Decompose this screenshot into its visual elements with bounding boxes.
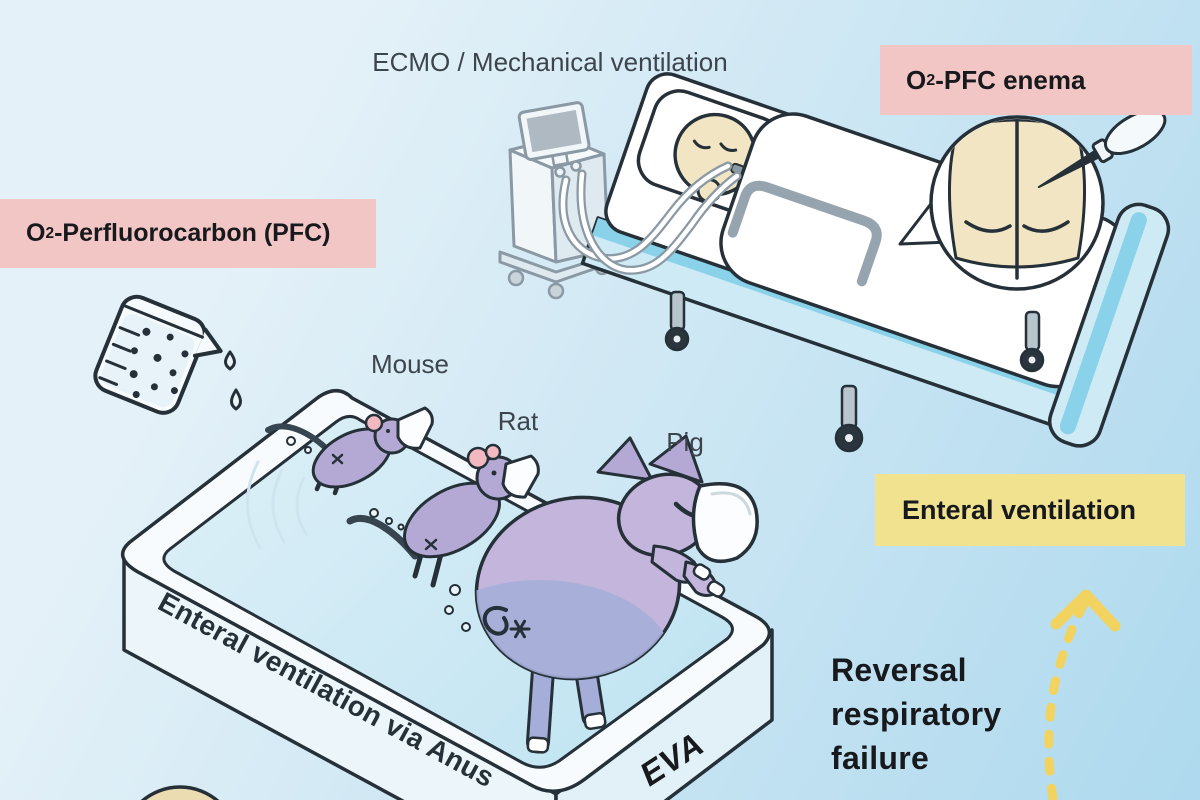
footboard bbox=[1048, 202, 1171, 448]
label-subscript: 2 bbox=[926, 70, 936, 89]
oxygen-mask-icon bbox=[396, 406, 434, 450]
ripples bbox=[246, 460, 308, 550]
pig-tail bbox=[482, 606, 509, 636]
mouse-ear bbox=[364, 413, 384, 433]
beaker-spout bbox=[193, 327, 223, 358]
person-head-partial bbox=[140, 785, 220, 800]
label-subscript: 2 bbox=[45, 224, 55, 242]
closed-eye bbox=[719, 142, 738, 152]
label-text: O bbox=[26, 219, 46, 247]
bubbles bbox=[444, 584, 471, 632]
bed-rail bbox=[727, 180, 882, 287]
ecmo-caption: ECMO / Mechanical ventilation bbox=[372, 47, 728, 77]
mouse-eye bbox=[386, 429, 390, 433]
hoof bbox=[526, 736, 550, 754]
anus-mark bbox=[331, 453, 344, 465]
pig-front-legs bbox=[650, 544, 726, 598]
dashed-arrow bbox=[1044, 589, 1121, 800]
rat-illustration bbox=[346, 443, 540, 588]
anus-mark bbox=[509, 619, 531, 639]
oxygen-dots bbox=[129, 327, 189, 399]
beaker-icon bbox=[93, 294, 223, 415]
tube-port bbox=[570, 160, 582, 172]
hoof bbox=[706, 580, 726, 598]
label-text: -PFC enema bbox=[935, 64, 1086, 95]
tube-port bbox=[554, 166, 566, 178]
oxygen-mask-icon bbox=[501, 454, 540, 499]
enteral-ventilation-label: Enteral ventilation bbox=[875, 474, 1185, 546]
hoof bbox=[583, 711, 607, 731]
enema-syringe-icon bbox=[1037, 108, 1167, 189]
arrow-shaft bbox=[1044, 599, 1089, 800]
rat-eye bbox=[491, 470, 497, 476]
label-text: -Perfluorocarbon (PFC) bbox=[54, 219, 331, 247]
oxygen-mask-icon bbox=[691, 481, 759, 564]
pig-ear bbox=[596, 436, 654, 482]
pig-caption: Pig bbox=[666, 427, 704, 457]
hospital-bed bbox=[580, 72, 1171, 448]
pig-eye bbox=[673, 501, 695, 518]
buttocks-illustration bbox=[948, 119, 1086, 280]
bed-legs bbox=[664, 290, 1045, 453]
mask-highlight bbox=[710, 491, 752, 516]
reversal-respiratory-failure-text: Reversal respiratory failure bbox=[831, 652, 1002, 776]
enema-bubble bbox=[898, 108, 1167, 291]
beaker-ticks bbox=[98, 326, 141, 386]
bubbles bbox=[286, 436, 329, 457]
breathing-tubes bbox=[558, 161, 742, 275]
rat-ear bbox=[484, 443, 502, 461]
beaker-rim bbox=[123, 304, 204, 339]
monitor-icon bbox=[517, 101, 591, 167]
liquid-drops bbox=[224, 350, 242, 411]
mouse-illustration bbox=[265, 406, 434, 496]
hoof bbox=[692, 563, 712, 581]
anus-mark bbox=[424, 538, 438, 551]
closed-eye bbox=[692, 139, 711, 150]
mouse-caption: Mouse bbox=[370, 349, 450, 379]
bubbles bbox=[369, 508, 405, 531]
label-text: O bbox=[906, 64, 927, 95]
arrow-head bbox=[1050, 589, 1121, 632]
rat-caption: Rat bbox=[497, 406, 539, 436]
